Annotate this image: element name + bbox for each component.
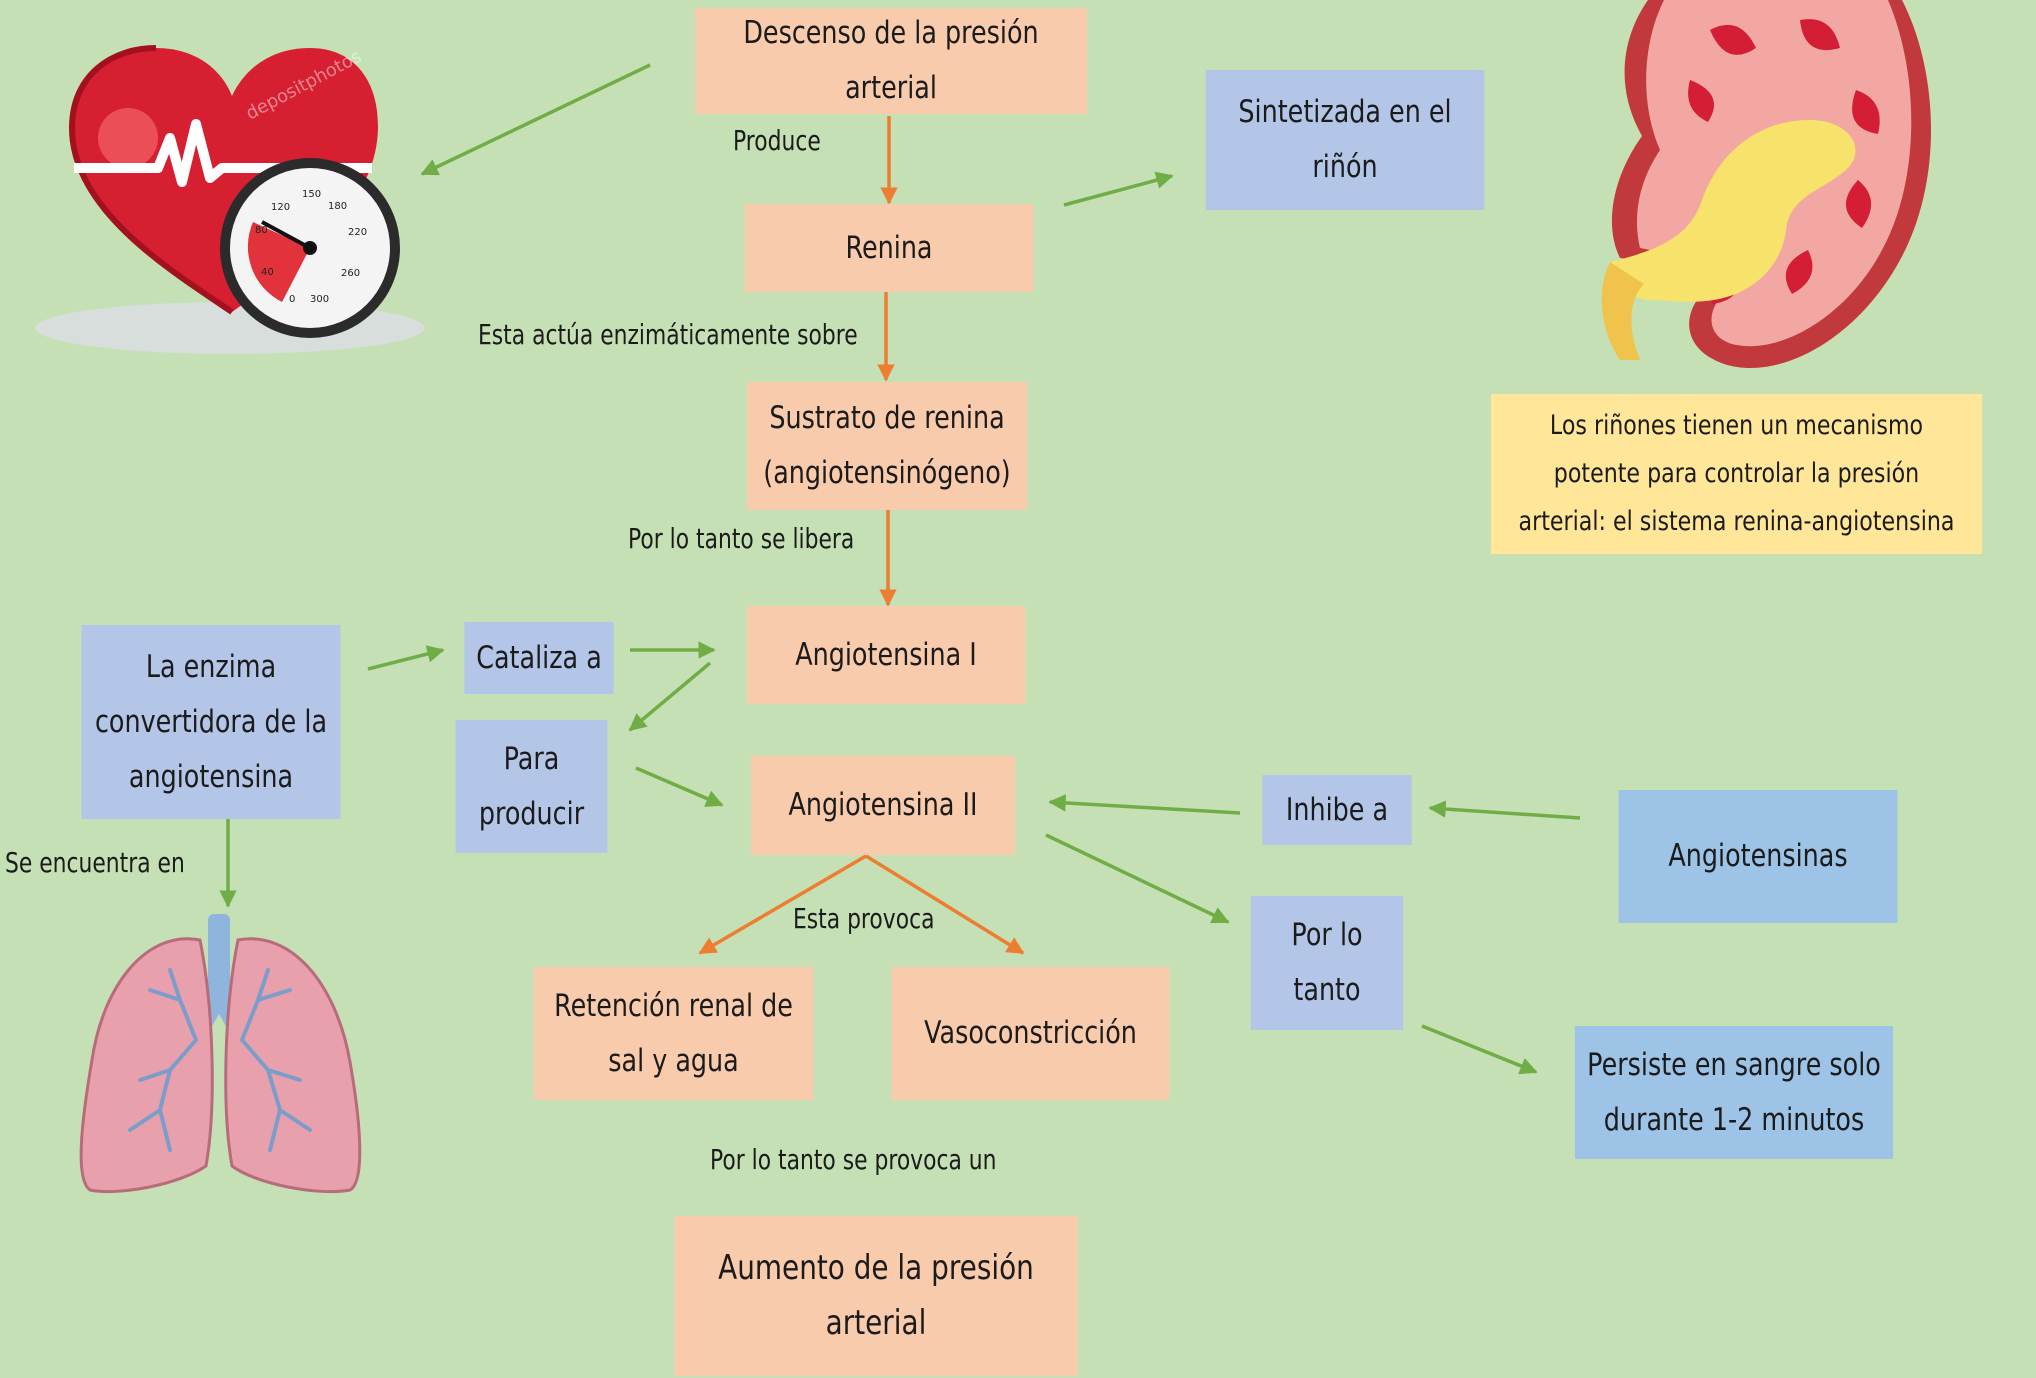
- node-enzima-text: La enzima convertidora de la angiotensin…: [94, 648, 328, 795]
- arrow-enzima-cataliza: [367, 645, 445, 671]
- node-persiste-text: Persiste en sangre solo durante 1-2 minu…: [1587, 1046, 1881, 1138]
- node-vasoconstriccion-text: Vasoconstricción: [924, 1015, 1137, 1051]
- node-angiotensinas-text: Angiotensinas: [1668, 838, 1848, 874]
- node-aumento-text: Aumento de la presión arterial: [718, 1248, 1034, 1343]
- node-angiotensinas: Angiotensinas: [1618, 790, 1898, 923]
- node-sustrato-text: Sustrato de renina (angiotensinógeno): [763, 400, 1011, 491]
- svg-text:40: 40: [261, 267, 274, 278]
- svg-text:150: 150: [302, 189, 321, 200]
- arrow-para-angiotensina2: [635, 766, 724, 807]
- node-renina-text: Renina: [845, 229, 933, 266]
- label-actua: Esta actúa enzimáticamente sobre: [478, 318, 858, 351]
- node-por-lo-tanto-text: Por lo tanto: [1291, 917, 1363, 1008]
- arrow-descenso-heart: [420, 63, 651, 176]
- node-para-producir-text: Para producir: [478, 740, 585, 832]
- svg-text:260: 260: [341, 268, 360, 279]
- node-para-producir: Para producir: [455, 720, 608, 853]
- svg-text:220: 220: [348, 227, 367, 238]
- node-enzima: La enzima convertidora de la angiotensin…: [81, 625, 341, 819]
- arrow-portanto-persiste: [1421, 1024, 1538, 1075]
- label-provoca: Esta provoca: [793, 902, 935, 935]
- note-rinones-text: Los riñones tienen un mecanismo potente …: [1518, 410, 1955, 537]
- node-descenso: Descenso de la presión arterial: [695, 8, 1087, 114]
- note-rinones: Los riñones tienen un mecanismo potente …: [1490, 394, 1983, 554]
- label-produce: Produce: [733, 124, 821, 157]
- node-angiotensina-2-text: Angiotensina II: [788, 787, 978, 823]
- svg-text:120: 120: [271, 202, 290, 213]
- svg-text:300: 300: [310, 294, 329, 305]
- node-descenso-text: Descenso de la presión arterial: [743, 15, 1039, 106]
- arrow-renina-sintetizada: [1063, 171, 1174, 207]
- node-aumento: Aumento de la presión arterial: [674, 1216, 1078, 1376]
- label-provoca-un: Por lo tanto se provoca un: [710, 1143, 997, 1176]
- arrow-angiotensina2-vasoconstriccion: [865, 854, 1025, 955]
- node-sustrato: Sustrato de renina (angiotensinógeno): [746, 382, 1028, 510]
- label-libera: Por lo tanto se libera: [628, 522, 855, 555]
- node-vasoconstriccion: Vasoconstricción: [891, 967, 1170, 1100]
- label-se-encuentra: Se encuentra en: [5, 846, 185, 879]
- svg-text:180: 180: [328, 201, 347, 212]
- node-retencion-text: Retención renal de sal y agua: [554, 987, 793, 1079]
- svg-text:80: 80: [255, 225, 268, 236]
- node-angiotensina-2: Angiotensina II: [750, 756, 1016, 855]
- arrow-angiotensina2-retencion: [698, 854, 867, 955]
- node-persiste: Persiste en sangre solo durante 1-2 minu…: [1574, 1026, 1894, 1159]
- node-angiotensina-1: Angiotensina I: [746, 606, 1026, 704]
- node-renina: Renina: [744, 204, 1034, 292]
- svg-text:0: 0: [289, 294, 295, 305]
- arrow-angiotensina2-portanto: [1045, 833, 1230, 924]
- node-retencion: Retención renal de sal y agua: [533, 967, 814, 1100]
- node-cataliza: Cataliza a: [464, 622, 614, 694]
- node-por-lo-tanto: Por lo tanto: [1250, 896, 1404, 1030]
- arrow-inhibe-angiotensina2: [1048, 794, 1241, 815]
- arrow-angiotensina1-para: [628, 661, 712, 732]
- node-inhibe: Inhibe a: [1262, 775, 1412, 845]
- arrow-angiotensinas-inhibe: [1428, 800, 1581, 820]
- node-angiotensina-1-text: Angiotensina I: [795, 636, 977, 673]
- node-sintetizada: Sintetizada en el riñón: [1205, 70, 1485, 210]
- node-cataliza-text: Cataliza a: [476, 639, 602, 676]
- node-inhibe-text: Inhibe a: [1285, 791, 1389, 828]
- node-sintetizada-text: Sintetizada en el riñón: [1238, 94, 1452, 185]
